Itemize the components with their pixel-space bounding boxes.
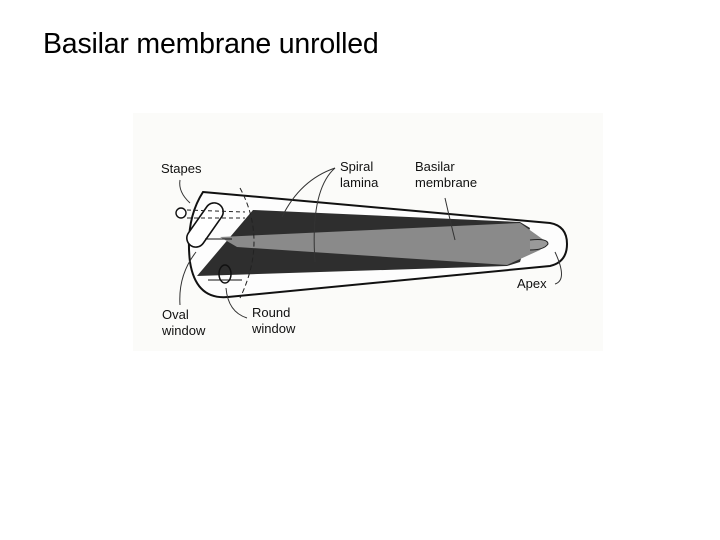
round-window-shape	[218, 264, 232, 284]
stapes-dashed-line	[186, 209, 246, 213]
label-oval-window-2: window	[161, 323, 206, 338]
base-dashed-curve	[239, 187, 255, 299]
label-spiral-lamina-2: lamina	[340, 175, 379, 190]
apex-tip	[529, 239, 549, 251]
label-round-window-1: Round	[252, 305, 290, 320]
slide-title: Basilar membrane unrolled	[43, 28, 379, 60]
stapes-leader	[179, 179, 191, 204]
spiral-lamina-leader-1	[281, 167, 336, 218]
oval-window-shape	[186, 202, 224, 248]
label-round-window-2: window	[251, 321, 296, 336]
label-oval-window-1: Oval	[162, 307, 189, 322]
label-spiral-lamina-1: Spiral	[340, 159, 373, 174]
label-basilar-membrane-1: Basilar	[415, 159, 455, 174]
label-stapes: Stapes	[161, 161, 202, 176]
basilar-membrane-region	[220, 223, 548, 265]
stapes-shape	[175, 207, 187, 219]
label-apex: Apex	[517, 276, 547, 291]
oval-window-leader	[179, 251, 197, 306]
round-window-leader	[225, 287, 248, 319]
basilar-membrane-leader	[444, 197, 456, 241]
apex-leader	[554, 251, 562, 285]
label-basilar-membrane-2: membrane	[415, 175, 477, 190]
spiral-lamina-leader-2	[313, 167, 336, 263]
